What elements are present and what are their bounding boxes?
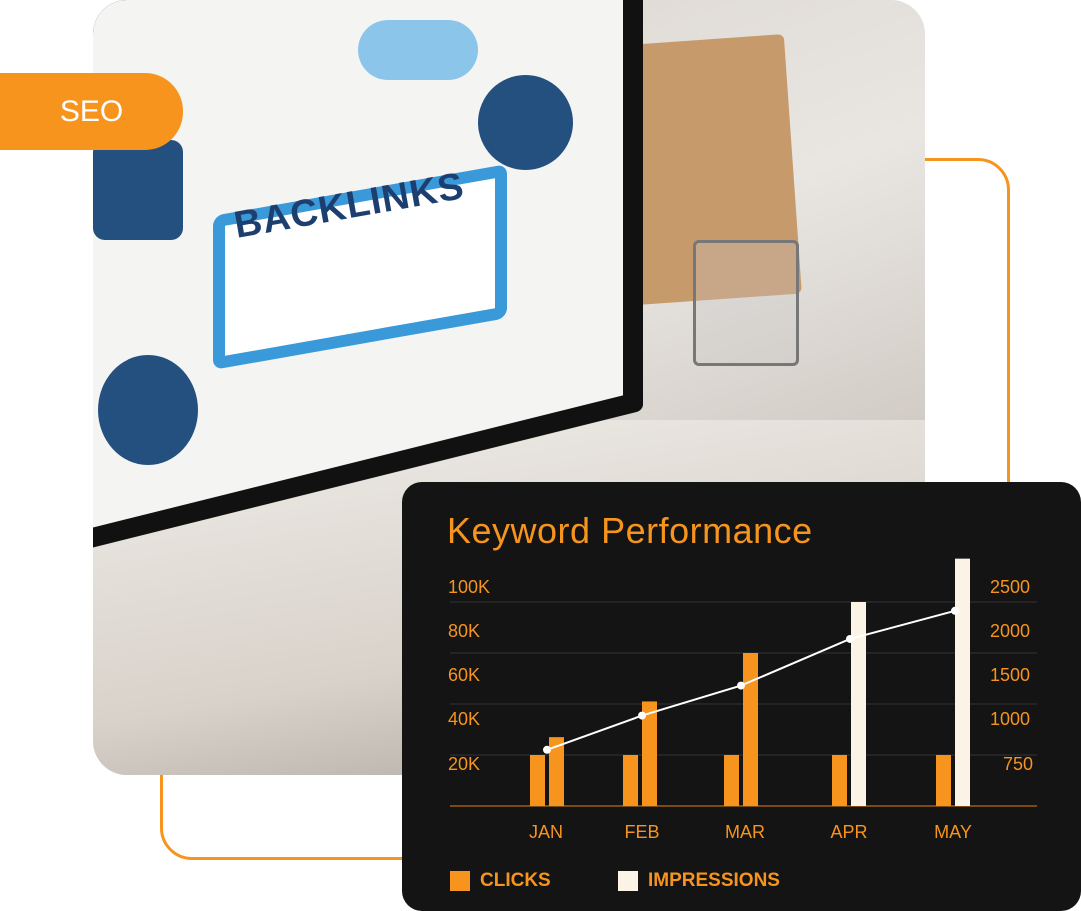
trend-point — [737, 681, 745, 690]
bar-impressions — [642, 701, 657, 806]
chart-title: Keyword Performance — [447, 510, 813, 551]
y2-tick-label: 1000 — [990, 709, 1031, 729]
trend-point — [638, 711, 646, 720]
x-tick-label: JAN — [528, 822, 563, 842]
bar-clicks — [936, 755, 951, 806]
y-tick-label: 80K — [448, 621, 481, 641]
x-tick-label: MAR — [725, 822, 765, 842]
search-icon — [478, 75, 573, 170]
bar-impressions — [851, 602, 866, 806]
y2-tick-label: 2000 — [990, 621, 1031, 641]
legend-swatch — [450, 871, 470, 891]
y2-tick-label: 2500 — [990, 577, 1031, 597]
legend-impressions: IMPRESSIONS — [618, 870, 780, 892]
bar-impressions — [743, 653, 758, 806]
trend-point — [543, 745, 551, 754]
bar-clicks — [724, 755, 739, 806]
bar-impressions — [549, 737, 564, 806]
x-tick-label: MAY — [934, 822, 972, 842]
x-tick-label: FEB — [624, 822, 660, 842]
atom-icon — [93, 140, 183, 240]
bar-clicks — [530, 755, 545, 806]
legend-label: IMPRESSIONS — [648, 870, 780, 891]
bar-impressions — [955, 558, 970, 806]
x-tick-label: APR — [830, 822, 868, 842]
y-tick-label: 20K — [448, 754, 481, 774]
hand-pointer-icon — [98, 355, 198, 465]
cloud-icon — [358, 20, 478, 80]
pen-holder — [693, 240, 799, 366]
legend-label: CLICKS — [480, 870, 551, 891]
y2-tick-label: 1500 — [990, 665, 1031, 685]
legend-swatch — [618, 871, 638, 891]
y-tick-label: 100K — [448, 577, 491, 597]
y-tick-label: 60K — [448, 665, 481, 685]
trend-point — [846, 634, 854, 643]
legend-clicks: CLICKS — [450, 870, 551, 892]
y-tick-label: 40K — [448, 709, 481, 729]
y2-tick-label: 750 — [1003, 754, 1034, 774]
seo-badge: SEO — [0, 73, 183, 150]
trend-point — [951, 606, 959, 615]
bar-clicks — [832, 755, 847, 806]
bar-clicks — [623, 755, 638, 806]
